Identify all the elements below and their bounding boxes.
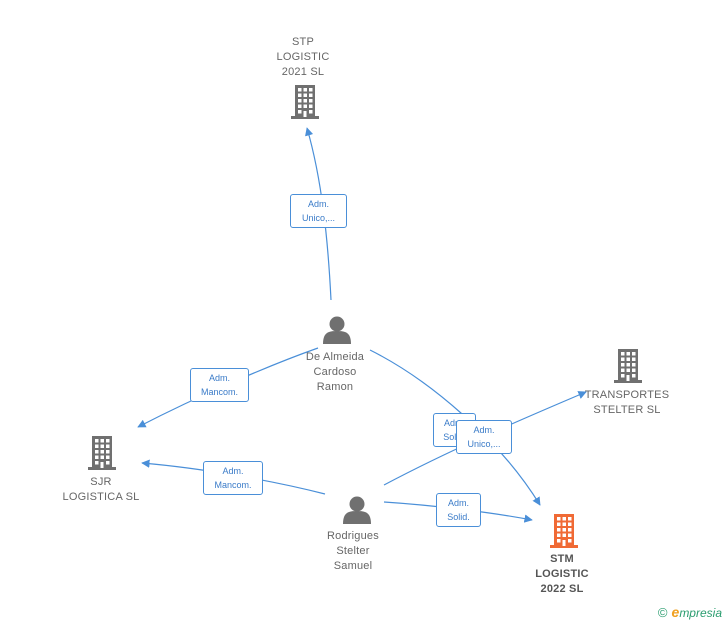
node-label-line: SJR bbox=[90, 476, 112, 488]
node-label-line: Cardoso bbox=[313, 366, 357, 378]
brand-initial: e bbox=[671, 604, 680, 620]
building-icon[interactable] bbox=[88, 436, 116, 470]
node-label-line: Rodrigues bbox=[327, 530, 379, 542]
node-label-line: Stelter bbox=[336, 545, 370, 557]
node-label-line: LOGISTIC bbox=[276, 51, 330, 63]
node-label-line: STELTER SL bbox=[593, 404, 661, 416]
building-icon[interactable] bbox=[550, 514, 578, 548]
building-icon[interactable] bbox=[614, 349, 642, 383]
node-label-line: LOGISTICA SL bbox=[62, 491, 140, 503]
brand-name: mpresia bbox=[679, 606, 722, 620]
node-label-line: Ramon bbox=[316, 381, 354, 393]
edge-label-line: Mancom. bbox=[200, 387, 238, 397]
edge-label-line: Adm. bbox=[473, 425, 495, 435]
node-label-line: 2021 SL bbox=[281, 66, 325, 78]
node-label-stm[interactable]: STM LOGISTIC 2022 SL bbox=[517, 552, 607, 597]
node-label-stp[interactable]: STP LOGISTIC 2021 SL bbox=[258, 35, 348, 80]
edge-label-line: Adm. bbox=[307, 199, 329, 209]
edge-label-line: Mancom. bbox=[214, 480, 252, 490]
node-label-line: Samuel bbox=[333, 560, 373, 572]
node-label-line: LOGISTIC bbox=[535, 568, 589, 580]
node-label-sjr[interactable]: SJR LOGISTICA SL bbox=[51, 475, 151, 505]
icons-layer bbox=[88, 85, 642, 548]
edge-label-line: Unico,... bbox=[467, 439, 501, 449]
edge-label-e4[interactable]: Adm. Mancom. bbox=[203, 461, 263, 495]
node-label-line: STM bbox=[550, 553, 574, 565]
edge-label-line: Adm. bbox=[222, 466, 244, 476]
edge-label-line: Solid. bbox=[443, 432, 466, 442]
person-icon[interactable] bbox=[323, 316, 351, 345]
edge-label-e6[interactable]: Adm. Solid. bbox=[436, 493, 481, 527]
edge-label-e5[interactable]: Adm. Unico,... bbox=[456, 420, 512, 454]
edge-label-line: Unico,... bbox=[301, 213, 335, 223]
edge-label-line: Solid. bbox=[447, 512, 470, 522]
edge-label-e2[interactable]: Adm. Mancom. bbox=[190, 368, 249, 402]
edge-label-e1[interactable]: Adm. Unico,... bbox=[290, 194, 347, 228]
edge-label-line: Adm. bbox=[447, 498, 469, 508]
node-label-line: De Almeida bbox=[305, 351, 365, 363]
edge-label-line: Adm. bbox=[208, 373, 230, 383]
node-label-line: 2022 SL bbox=[540, 583, 584, 595]
node-label-line: STP bbox=[292, 36, 314, 48]
empresia-watermark[interactable]: ©empresia bbox=[658, 604, 722, 620]
person-icon[interactable] bbox=[343, 496, 371, 525]
copyright-symbol: © bbox=[657, 605, 668, 620]
node-label-transportes[interactable]: TRANSPORTES STELTER SL bbox=[577, 388, 677, 418]
building-icon[interactable] bbox=[291, 85, 319, 119]
node-label-line: TRANSPORTES bbox=[584, 389, 670, 401]
edge-label-line: Adm. bbox=[443, 418, 465, 428]
